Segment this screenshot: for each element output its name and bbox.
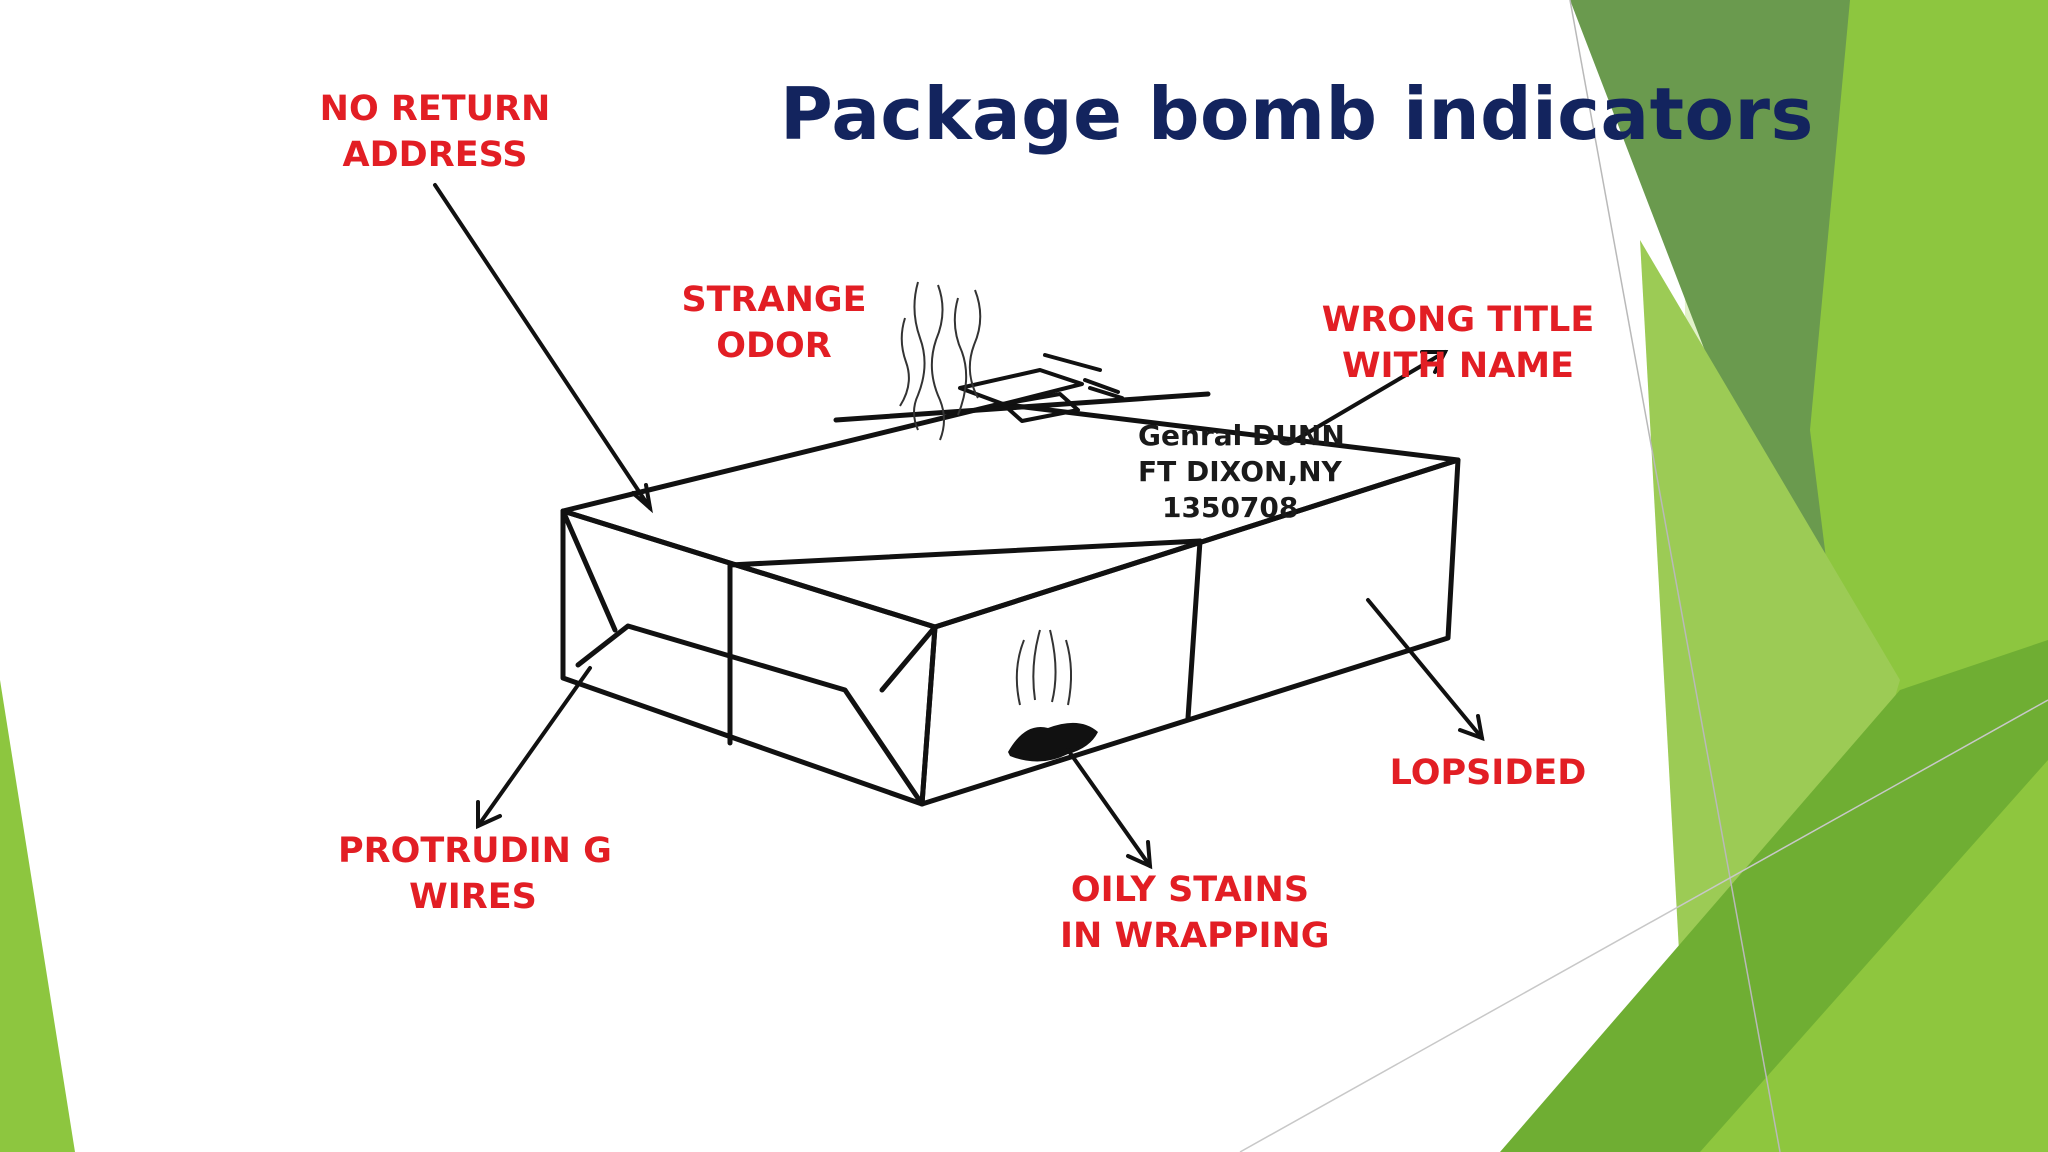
thin-decor-line — [1239, 699, 2048, 1152]
arrow-no-return-address — [433, 183, 652, 510]
arrow-wrong-title — [1290, 350, 1447, 444]
oil-stain-icon — [1008, 629, 1098, 762]
slide-title: Package bomb indicators — [780, 72, 1814, 156]
callout-wrong-title: WRONG TITLE WITH NAME — [1321, 300, 1595, 386]
callout-lopsided: LOPSIDED — [1389, 753, 1587, 793]
address-line-2: FT DIXON,NY — [1138, 455, 1342, 488]
odor-squiggles-icon — [899, 281, 982, 441]
box-flap-right — [879, 624, 938, 693]
arrow-oily-stains — [1066, 748, 1152, 868]
box-strap-front — [1185, 538, 1203, 721]
box-flap-left — [560, 508, 618, 633]
left-green-wedge — [0, 680, 75, 1152]
box-strap-top-cross — [727, 538, 1203, 568]
box-front-face — [919, 457, 1461, 807]
box-strap-top — [833, 391, 1211, 423]
address-line-1: Genral DUNN — [1138, 419, 1345, 452]
bottom-light-green-wedge — [1700, 760, 2048, 1152]
address-line-3: 1350708 — [1162, 491, 1299, 524]
arrow-lopsided — [1366, 598, 1484, 740]
callout-protruding-wires: PROTRUDIN G WIRES — [338, 831, 612, 917]
callout-no-return-address: NO RETURN ADDRESS — [319, 89, 551, 175]
thin-decor-line — [1569, 0, 1781, 1152]
callout-strange-odor: STRANGE ODOR — [681, 280, 867, 366]
stamp-icon — [958, 353, 1124, 423]
box-flap-bottom — [575, 623, 925, 807]
callout-oily-stains: OILY STAINS IN WRAPPING — [1060, 870, 1330, 956]
arrow-protruding-wires — [476, 666, 592, 828]
